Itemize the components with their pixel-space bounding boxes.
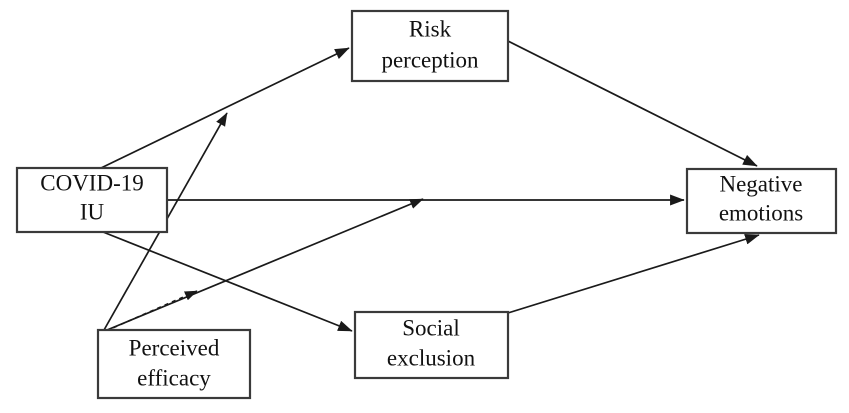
node-perceived-efficacy-line1: Perceived	[129, 335, 220, 360]
edge-covid-to-risk	[100, 47, 350, 169]
edges-layer	[100, 40, 760, 332]
edge-efficacy-moderates-covid-social	[105, 290, 198, 332]
node-covid-iu[interactable]: COVID-19 IU	[15, 166, 169, 234]
node-social-exclusion[interactable]: Social exclusion	[353, 310, 510, 380]
node-risk-perception-line1: Risk	[409, 16, 452, 41]
node-risk-perception-line2: perception	[381, 47, 479, 72]
nodes-layer: COVID-19 IU Risk perception Negative emo…	[15, 9, 838, 400]
edge-covid-to-social	[102, 231, 353, 332]
node-perceived-efficacy-line2: efficacy	[137, 365, 211, 390]
node-social-exclusion-line2: exclusion	[387, 345, 476, 370]
node-covid-iu-line1: COVID-19	[40, 170, 144, 195]
node-negative-emotions-line1: Negative	[719, 171, 802, 196]
node-risk-perception[interactable]: Risk perception	[350, 9, 510, 83]
edge-risk-to-negative	[507, 40, 758, 167]
node-negative-emotions-line2: emotions	[719, 200, 803, 225]
edge-social-to-negative	[507, 233, 760, 314]
node-perceived-efficacy[interactable]: Perceived efficacy	[96, 328, 252, 400]
node-covid-iu-line2: IU	[80, 199, 105, 224]
node-social-exclusion-line1: Social	[402, 315, 460, 340]
node-negative-emotions[interactable]: Negative emotions	[685, 167, 838, 235]
